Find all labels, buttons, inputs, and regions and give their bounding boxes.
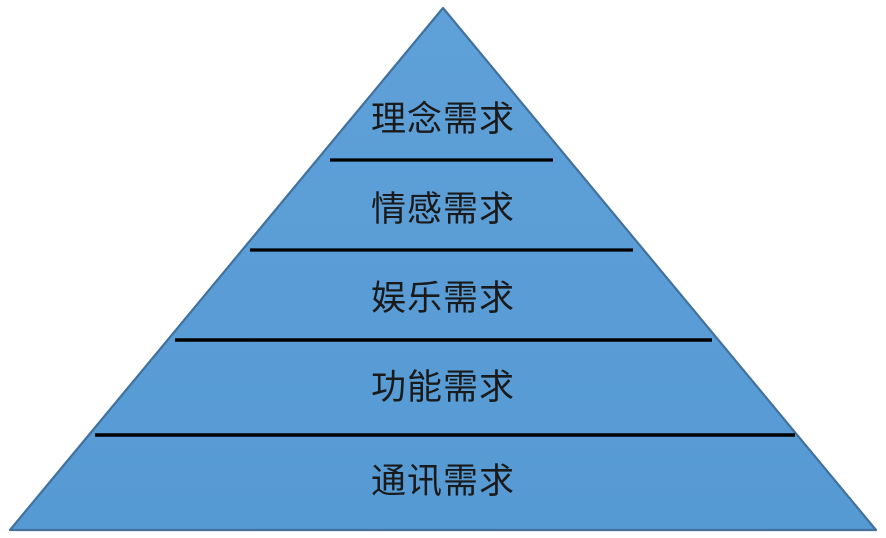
pyramid-body: [8, 6, 878, 532]
